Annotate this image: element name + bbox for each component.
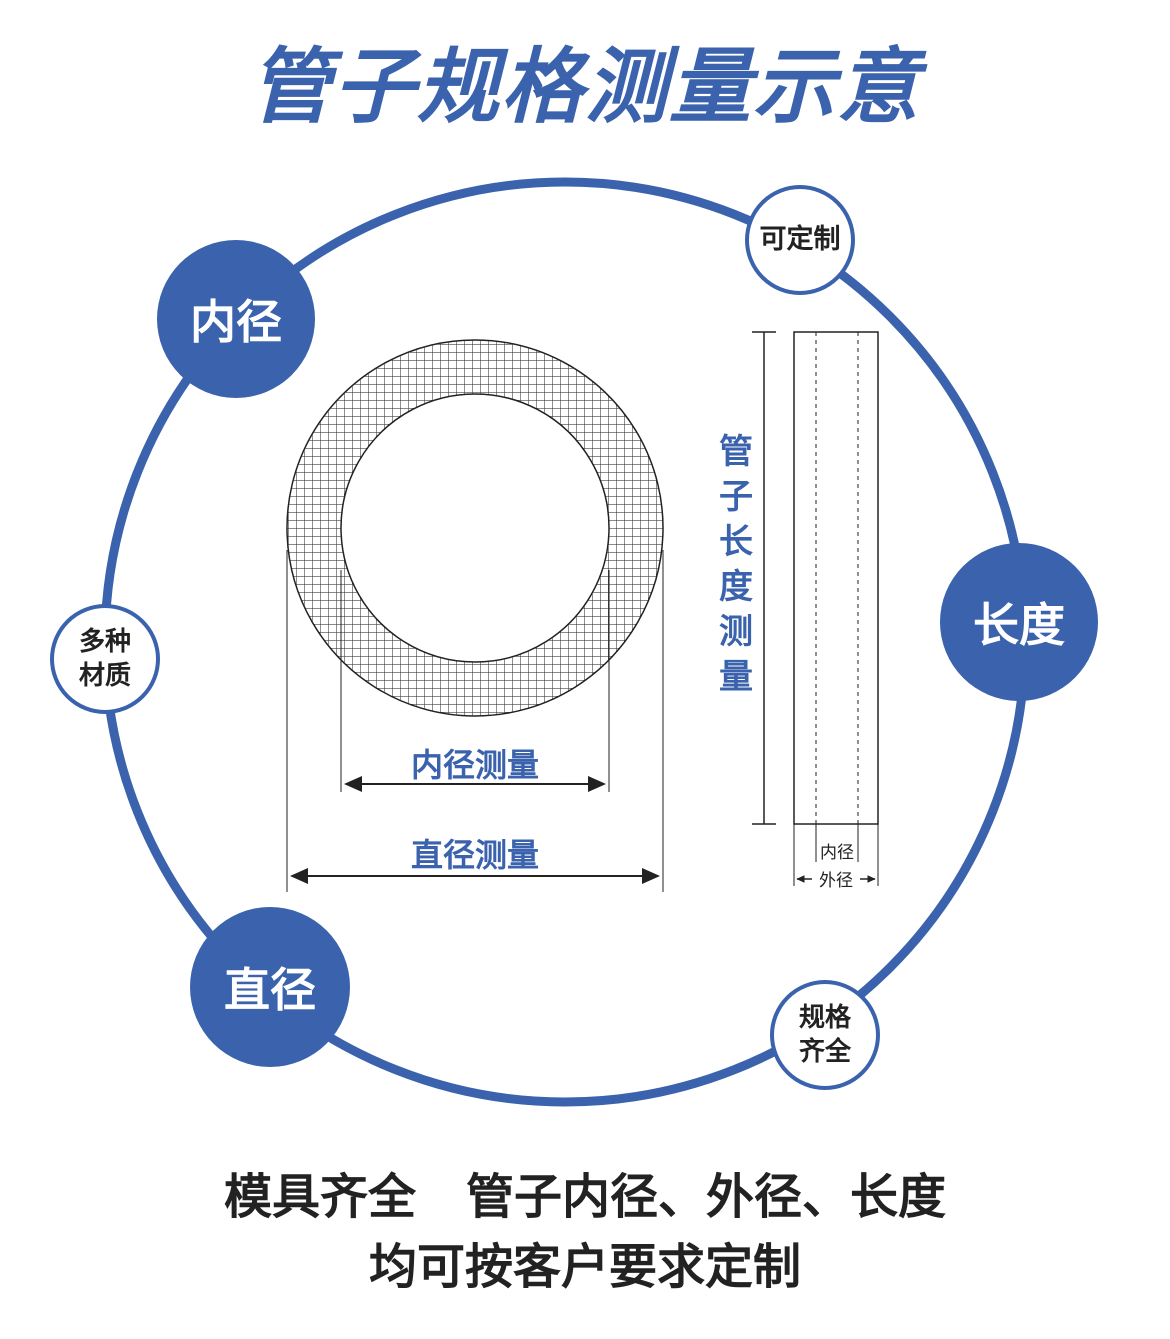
tube-length-measure-label: 管子长度测量 <box>719 432 753 697</box>
page-title: 管子规格测量示意 <box>249 40 921 135</box>
length-badge: 长度 <box>940 543 1098 701</box>
customizable-badge: 可定制 <box>745 185 855 295</box>
materials-badge-label: 多种材质 <box>78 627 131 691</box>
diameter-badge: 直径 <box>190 907 350 1067</box>
specs-badge: 规格齐全 <box>770 980 880 1090</box>
inner-diameter-badge: 内径 <box>157 240 315 398</box>
bottom-line-1-part-1: 模具齐全 <box>223 1169 416 1225</box>
specs-badge-label: 规格齐全 <box>798 1003 851 1067</box>
bottom-line-2: 均可按客户要求定制 <box>368 1239 801 1295</box>
materials-badge: 多种材质 <box>50 604 160 714</box>
bottom-line-1: 模具齐全管子内径、外径、长度 <box>0 1166 1170 1228</box>
tube-side-view <box>793 331 879 825</box>
bottom-line-1-part-2: 管子内径、外径、长度 <box>466 1169 947 1225</box>
tube-inner-diameter-label: 内径 <box>820 843 854 863</box>
tube-outer-diameter-label: 外径 <box>819 871 853 891</box>
tube-cross-section-ring <box>286 339 664 717</box>
diameter-measure-label: 直径测量 <box>410 836 539 874</box>
inner-diameter-measure-label: 内径测量 <box>410 746 539 784</box>
